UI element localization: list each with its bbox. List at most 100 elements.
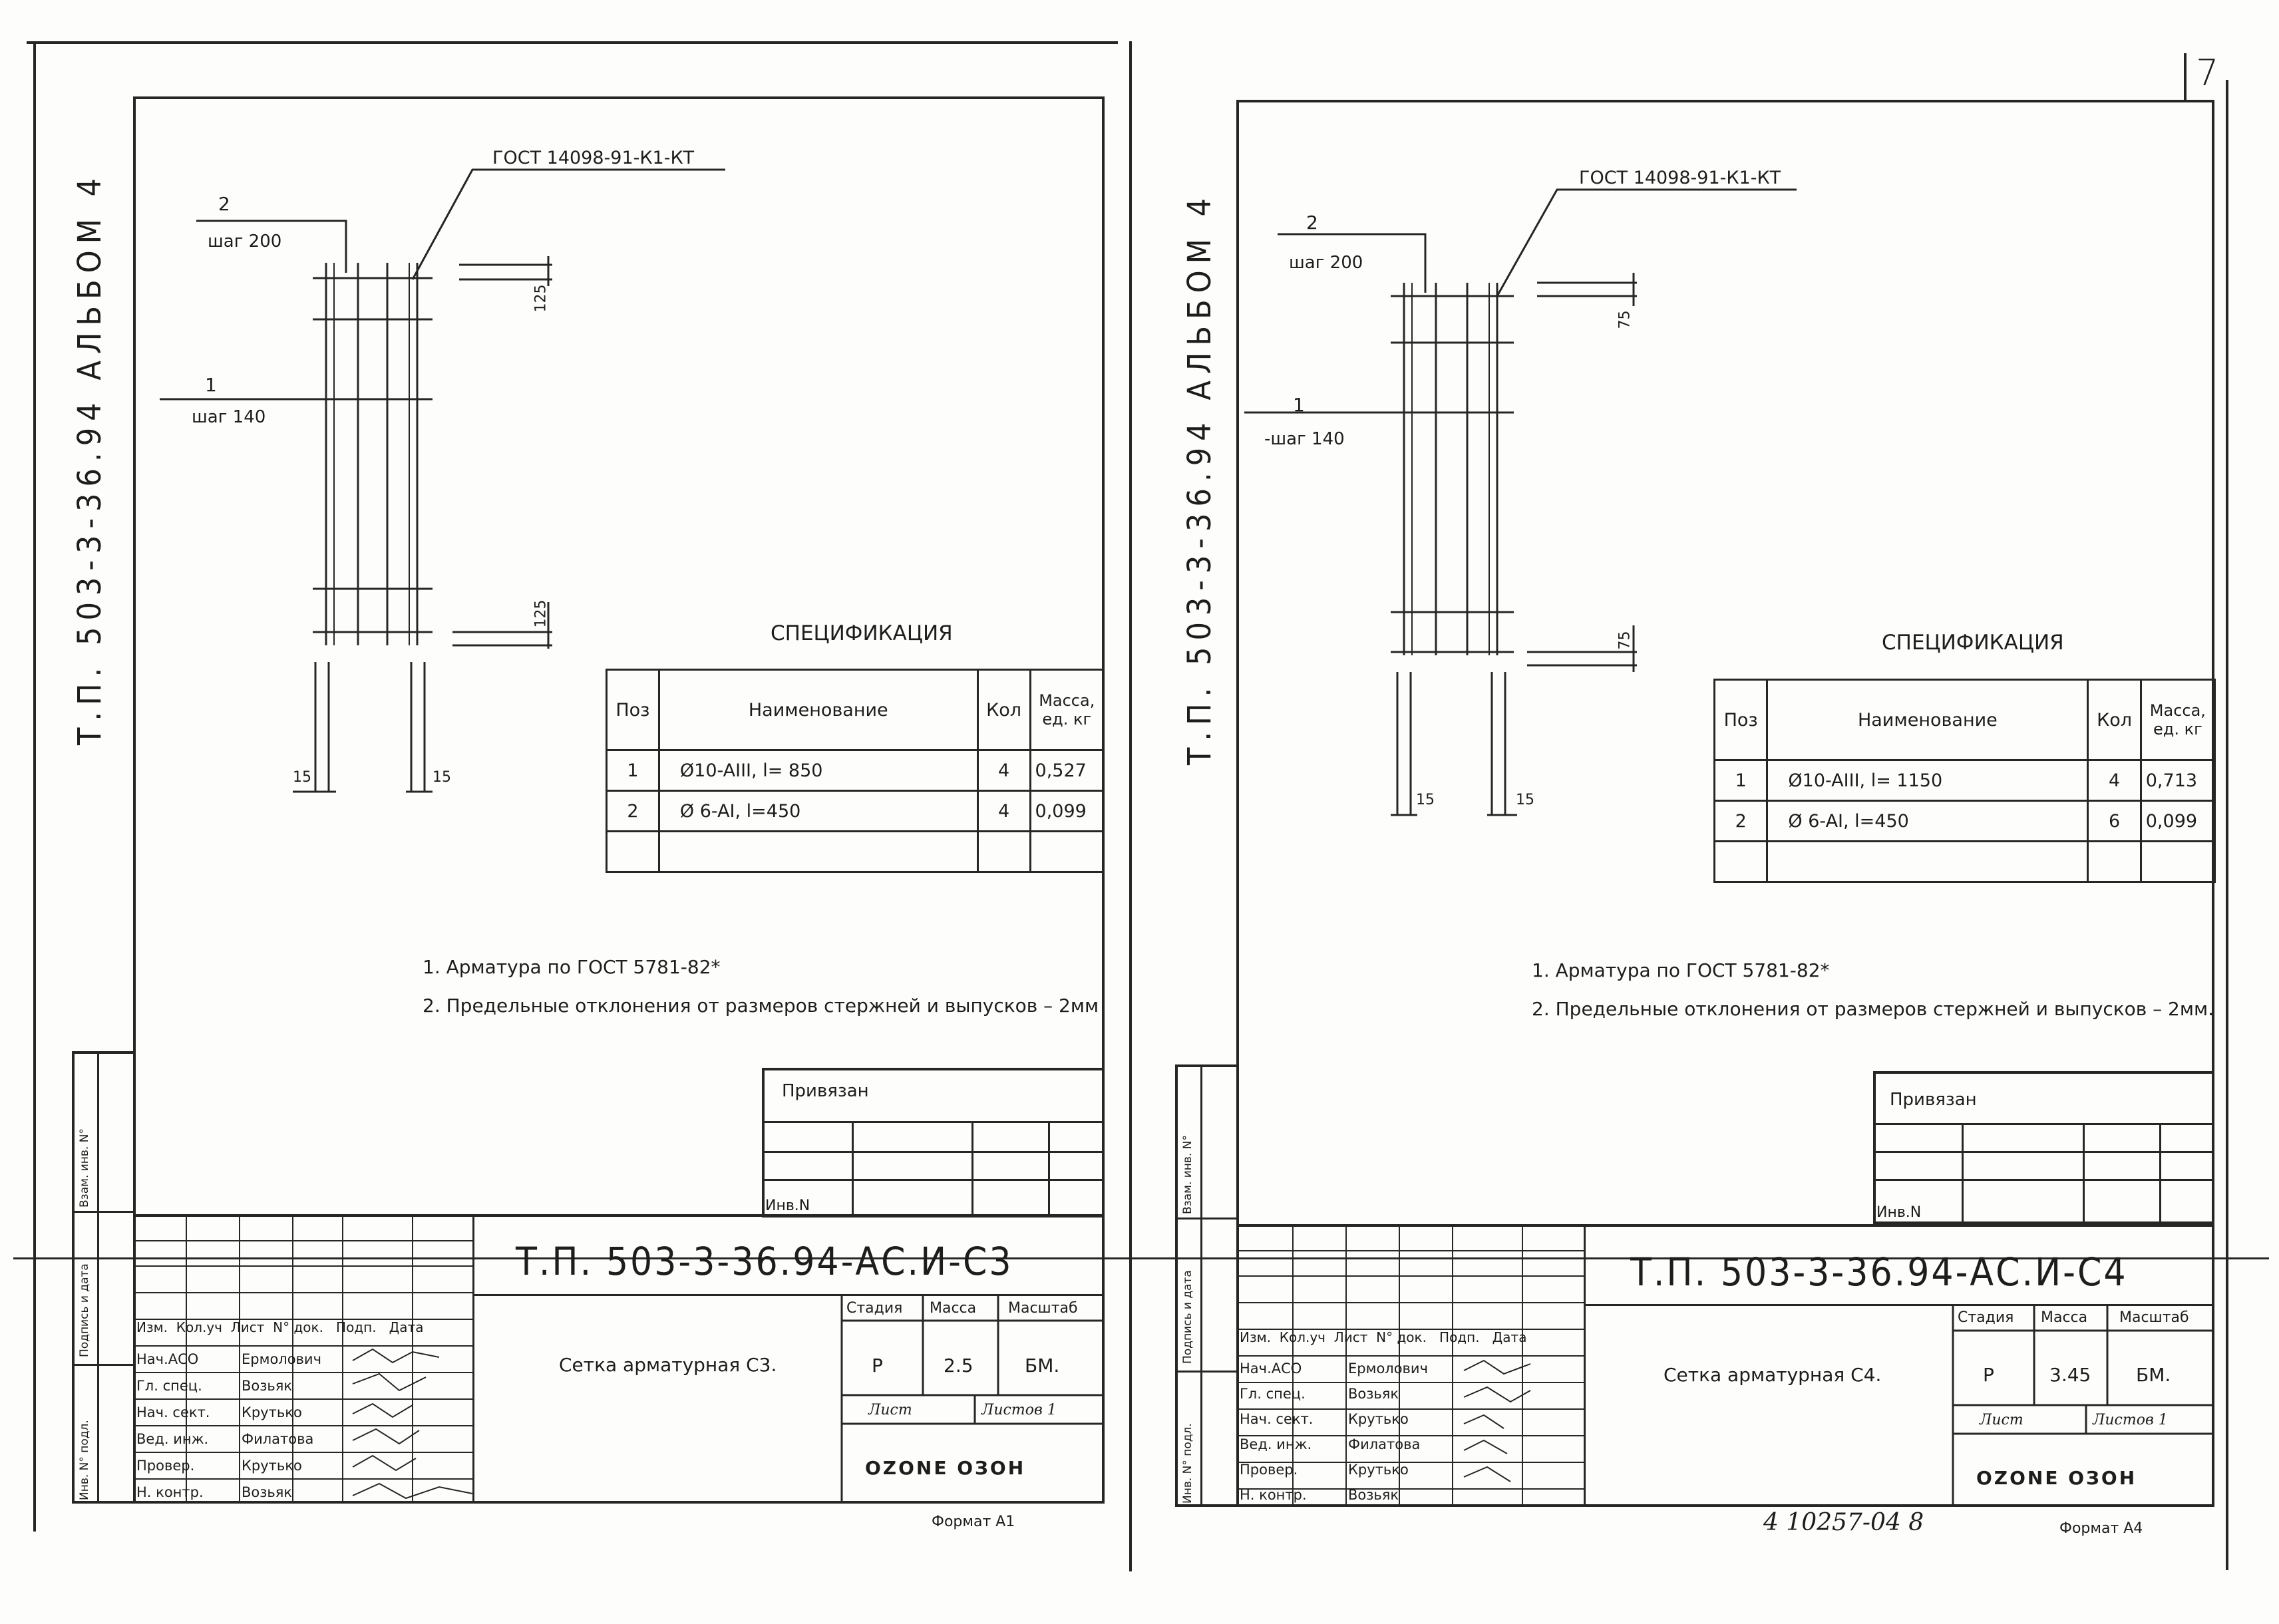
stage-value: Р xyxy=(1983,1364,1994,1386)
spec-row: 2 Ø 6-AI, l=450 4 0,099 xyxy=(606,790,1105,832)
note-2: 2. Предельные отклонения от размеров сте… xyxy=(423,995,1099,1017)
ozone-logo: OZONE ОЗОН xyxy=(865,1457,1026,1479)
spec-row: 1 Ø10-AIII, l= 1150 4 0,713 xyxy=(1713,759,2216,802)
side-stamp-divider xyxy=(1200,1064,1202,1507)
pos2-step: шаг 200 xyxy=(208,232,282,251)
privyazan-col-line xyxy=(2159,1123,2161,1224)
spec-header-row: Поз Наименование Кол Масса, ед. кг xyxy=(606,669,1105,751)
scale-value: БМ. xyxy=(1025,1355,1060,1377)
stage-header: Стадия xyxy=(1958,1309,2014,1326)
side-stamp-divider xyxy=(97,1051,99,1504)
spec-row xyxy=(1713,840,2216,883)
pos2-label: 2 xyxy=(218,193,230,215)
sheet-left-margin-line xyxy=(33,41,36,1532)
note-1: 1. Арматура по ГОСТ 5781-82* xyxy=(423,956,721,978)
ozone-logo: OZONE ОЗОН xyxy=(1976,1467,2137,1489)
spec-cell: 0,099 xyxy=(2139,800,2216,842)
privyazan-label: Привязан xyxy=(1890,1090,1977,1110)
spec-cell xyxy=(606,830,660,873)
format-label: Формат А4 xyxy=(2059,1520,2143,1537)
pos1-label: 1 xyxy=(1293,394,1305,416)
pos1-step: -шаг 140 xyxy=(1264,429,1345,449)
privyazan-block xyxy=(1873,1071,2214,1224)
privyazan-col-line xyxy=(971,1121,973,1218)
mesh-drawing xyxy=(160,168,725,793)
spec-cell xyxy=(1713,840,1769,883)
title-block-col xyxy=(1584,1224,1586,1507)
format-label: Формат А1 xyxy=(932,1514,1015,1530)
stamp-grid xyxy=(133,1214,472,1504)
stamp-names: Ермолович Возьяк Крутько Филатова Крутьк… xyxy=(1348,1361,1428,1503)
spec-cell: 4 xyxy=(2087,759,2142,802)
dim-top-value: 125 xyxy=(532,284,550,313)
spec-cell: 2 xyxy=(1713,800,1769,842)
scale-header: Масштаб xyxy=(1008,1300,1078,1317)
page-cross-line xyxy=(13,1257,2269,1259)
stamp-roles: Нач.АСО Гл. спец. Нач. сект. Вед. инж. П… xyxy=(136,1351,210,1500)
pos1-step: шаг 140 xyxy=(192,407,266,427)
spec-col-mass: Масса, ед. кг xyxy=(1029,669,1105,751)
footer-handwritten: 4 10257-04 8 xyxy=(1763,1509,1924,1536)
signatures xyxy=(1463,1359,1531,1482)
spec-cell: 0,713 xyxy=(2139,759,2216,802)
dim-bottom-value: 125 xyxy=(532,599,550,628)
spec-cell: Ø 6-AI, l=450 xyxy=(1766,800,2089,842)
dim-left-value: 15 xyxy=(293,769,311,786)
spec-row: 2 Ø 6-AI, l=450 6 0,099 xyxy=(1713,800,2216,842)
stamp-header: Изм. Кол.уч Лист N° док. Подп. Дата xyxy=(1240,1329,1527,1345)
stage-grid xyxy=(1952,1304,2214,1507)
mass-header: Масса xyxy=(2041,1309,2088,1326)
spec-cell xyxy=(1766,840,2089,883)
sheets-count: Листов 1 xyxy=(981,1402,1057,1418)
stage-header: Стадия xyxy=(846,1300,903,1317)
document-code: Т.П. 503-3-36.94-АС.И-С4 xyxy=(1630,1249,2128,1295)
notes: 1. Арматура по ГОСТ 5781-82* 2. Предельн… xyxy=(423,948,1099,1025)
gost-label: ГОСТ 14098-91-К1-КТ xyxy=(492,148,695,168)
spec-col-pos: Поз xyxy=(1713,679,1769,761)
spec-cell: 1 xyxy=(606,749,660,792)
side-stamp-row xyxy=(1175,1218,1239,1219)
mass-header: Масса xyxy=(930,1300,977,1317)
leader-gost xyxy=(411,168,725,280)
stamp-roles: Нач.АСО Гл. спец. Нач. сект. Вед. инж. П… xyxy=(1240,1361,1314,1503)
side-stamp-row xyxy=(1175,1371,1239,1373)
privyazan-col-line xyxy=(852,1121,854,1218)
privyazan-row-line xyxy=(762,1179,1105,1181)
page-top-edge-line xyxy=(27,41,1118,44)
title-block-row xyxy=(1584,1304,2214,1306)
mass-value: 3.45 xyxy=(2049,1364,2091,1386)
dim-top-value: 75 xyxy=(1616,310,1634,329)
title-description: Сетка арматурная С4. xyxy=(1664,1364,1882,1386)
spec-cell: Ø10-AIII, l= 850 xyxy=(657,749,979,792)
leader-pos2 xyxy=(196,220,347,273)
sheet-label: Лист xyxy=(1980,1412,2023,1428)
sheet-number: 7 xyxy=(2196,52,2219,94)
spec-cell xyxy=(2139,840,2216,883)
side-stamp-row xyxy=(72,1364,136,1366)
spec-title: СПЕЦИФИКАЦИЯ xyxy=(1882,631,2064,655)
dim-bottom-value: 75 xyxy=(1616,631,1634,650)
spec-cell xyxy=(1029,830,1105,873)
spec-cell xyxy=(976,830,1031,873)
spec-cell: 6 xyxy=(2087,800,2142,842)
spec-cell: Ø 6-AI, l=450 xyxy=(657,790,979,832)
spec-cell: 2 xyxy=(606,790,660,832)
privyazan-row-line xyxy=(762,1151,1105,1153)
spec-col-mass: Масса, ед. кг xyxy=(2139,679,2216,761)
spec-row xyxy=(606,830,1105,873)
stage-value: Р xyxy=(872,1355,883,1377)
spec-col-name: Наименование xyxy=(1766,679,2089,761)
inv-label: Инв.N xyxy=(765,1198,810,1214)
sheet-c3: Т.П. 503-3-36.94 АЛЬБОМ 4 xyxy=(0,0,1131,1624)
inv-label: Инв.N xyxy=(1876,1204,1922,1221)
privyazan-row-line xyxy=(1873,1123,2214,1125)
sheet-c4: Т.П. 503-3-36.94 АЛЬБОМ 4 xyxy=(1118,0,2279,1624)
spec-cell: 0,527 xyxy=(1029,749,1105,792)
privyazan-row-line xyxy=(1873,1151,2214,1153)
sheets-count: Листов 1 xyxy=(2093,1412,2168,1428)
spec-header-row: Поз Наименование Кол Масса, ед. кг xyxy=(1713,679,2216,761)
note-1: 1. Арматура по ГОСТ 5781-82* xyxy=(1532,959,1830,981)
privyazan-row-line xyxy=(762,1121,1105,1123)
spec-col-pos: Поз xyxy=(606,669,660,751)
